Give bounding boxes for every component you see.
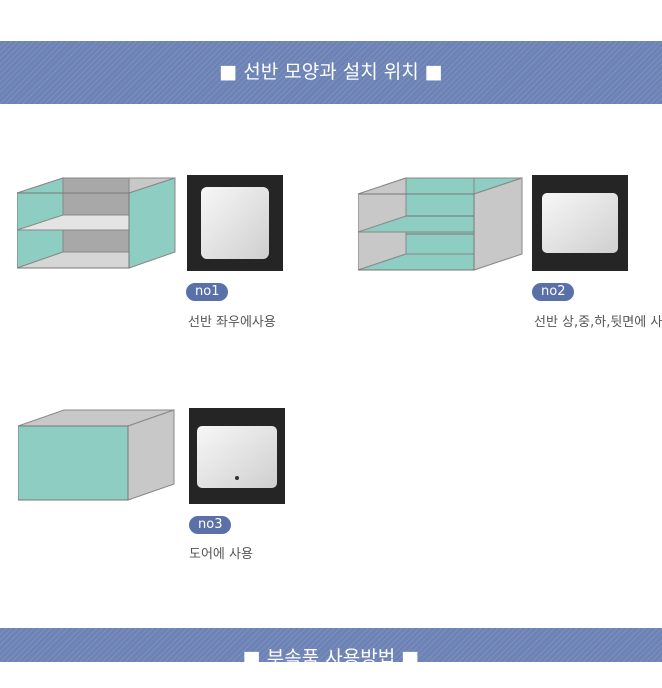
shelf-support-photo-1 [187,175,283,271]
cabinet-diagram-1 [17,177,176,269]
item-badge-no2: no2 [532,283,575,301]
item-caption-3: 도어에 사용 [189,547,253,562]
item-caption-1: 선반 좌우에사용 [188,315,276,330]
shelf-support-photo-2 [532,175,628,271]
next-section-banner: ■ 부속품 사용방법 ■ [0,628,662,669]
next-section-title: ■ 부속품 사용방법 ■ [242,647,420,669]
cabinet-diagram-3 [18,409,175,501]
item-caption-2: 선반 상,중,하,뒷면에 사용 [534,315,662,330]
section-banner: ■ 선반 모양과 설치 위치 ■ [0,41,662,104]
item-badge-no3: no3 [189,516,232,534]
item-badge-no1: no1 [186,283,229,301]
shelf-support-photo-3 [189,408,285,504]
cabinet-diagram-2 [358,177,523,271]
section-title: ■ 선반 모양과 설치 위치 ■ [219,61,443,83]
